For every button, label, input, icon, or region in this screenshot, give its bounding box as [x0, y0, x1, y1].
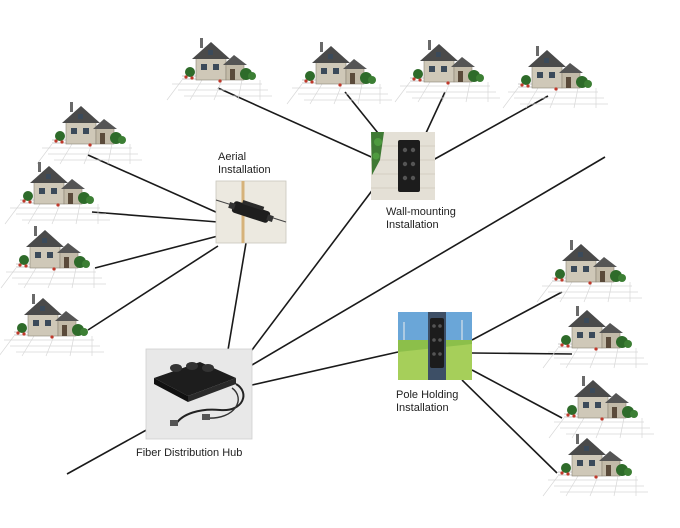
house-icon [548, 375, 655, 439]
house-icon [286, 41, 393, 105]
link-house-left2-aerial [91, 211, 219, 223]
aerial-label-line1: Aerial [218, 151, 247, 163]
link-pole-house-right1 [471, 291, 563, 341]
link-house-top4-wall [432, 95, 549, 161]
distribution-hub-icon [145, 348, 253, 440]
house-icon [394, 39, 501, 103]
house-icon [502, 45, 609, 109]
wall-terminal-icon [371, 132, 435, 200]
link-wall-hub [251, 179, 381, 351]
house-icon [36, 101, 143, 165]
link-pole-house-right2 [471, 352, 573, 355]
house-icon [542, 305, 649, 369]
house-icon [542, 433, 649, 497]
aerial-closure-icon [215, 180, 287, 244]
house-icon [0, 293, 105, 357]
house-icon [4, 161, 111, 225]
pole-label-line1: Pole Holding [396, 389, 459, 401]
link-house-top1-wall [217, 87, 379, 161]
aerial-label: Aerial Installation [218, 151, 271, 177]
wall-label-line2: Installation [386, 219, 439, 231]
aerial-label-line2: Installation [218, 164, 271, 176]
house-icon [166, 37, 273, 101]
link-house-top2-wall [344, 91, 383, 139]
link-house-top3-wall [425, 91, 446, 134]
wall-label-line1: Wall-mounting [386, 206, 456, 218]
link-house-left4-aerial [87, 245, 219, 331]
link-hub-lower-left [66, 427, 151, 475]
link-house-left1-aerial [87, 154, 219, 214]
pole-label: Pole Holding Installation [396, 389, 458, 415]
link-aerial-hub [227, 242, 247, 351]
connection-lines [66, 87, 606, 475]
link-hub-pole [251, 351, 399, 386]
link-house-left3-aerial [94, 235, 219, 269]
pole-label-line2: Installation [396, 402, 449, 414]
link-pole-house-right3 [471, 369, 563, 419]
house-icon [536, 239, 643, 303]
link-hub-trunk [251, 156, 606, 366]
wall-label: Wall-mounting Installation [386, 206, 456, 232]
pole-terminal-icon [398, 312, 472, 380]
house-icon [0, 225, 107, 289]
hub-label: Fiber Distribution Hub [136, 447, 243, 459]
link-pole-house-right4 [461, 379, 558, 474]
